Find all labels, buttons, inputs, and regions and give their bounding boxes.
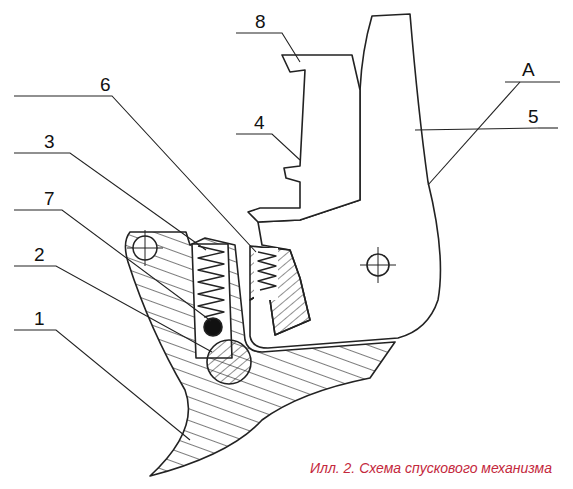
spring-3 bbox=[198, 246, 224, 317]
spring-pocket bbox=[250, 246, 310, 335]
leader-lines bbox=[14, 33, 560, 440]
ball bbox=[204, 318, 222, 336]
callout-number: 4 bbox=[254, 113, 265, 132]
callout-number: 1 bbox=[34, 309, 45, 328]
callout-number: 5 bbox=[528, 107, 539, 126]
sear-part bbox=[248, 55, 360, 222]
callout-number: 2 bbox=[34, 245, 45, 264]
callout-number: 6 bbox=[100, 75, 111, 94]
callout-number: 8 bbox=[255, 12, 266, 31]
figure-caption: Илл. 2. Схема спускового механизма bbox=[310, 461, 552, 475]
callout-number: 7 bbox=[44, 189, 55, 208]
callout-number: 3 bbox=[44, 132, 55, 151]
pin bbox=[207, 340, 251, 384]
callout-number: A bbox=[522, 60, 535, 79]
spring-6 bbox=[258, 252, 276, 290]
